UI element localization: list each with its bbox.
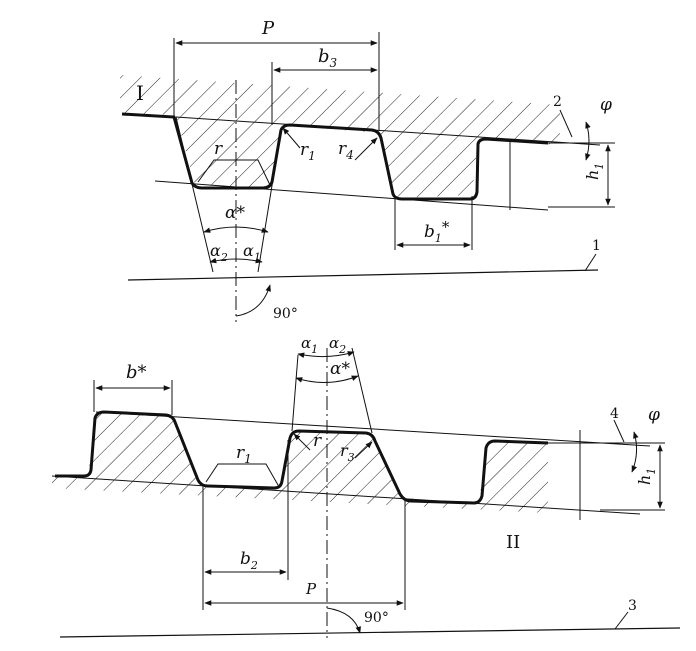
lower-pitch-label: P — [305, 580, 317, 598]
lower-outer-line — [95, 411, 651, 447]
lower-90-label: 90° — [364, 610, 389, 626]
lower-alpha2-label: α2 — [329, 334, 346, 356]
upper-alpha1-label: α1 — [243, 241, 261, 264]
lower-r1-leader — [205, 463, 279, 486]
upper-phi-arc — [585, 121, 591, 161]
upper-b3-label: b3 — [318, 46, 338, 70]
lower-belt-body — [52, 412, 548, 513]
upper-belt-body — [120, 75, 560, 198]
upper-leader-1: 1 — [592, 238, 601, 254]
upper-b1-label: b1* — [424, 218, 450, 245]
upper-radius-r-label: r — [214, 139, 223, 159]
upper-leader-2: 2 — [553, 94, 562, 110]
lower-r1-label: r1 — [236, 443, 252, 466]
lower-alpha1-label: α1 — [301, 334, 318, 356]
lower-alpha-label: α* — [330, 359, 350, 379]
lower-leader-4: 4 — [610, 406, 619, 422]
upper-phi-label: φ — [600, 95, 612, 115]
lower-root-line — [51, 475, 641, 515]
upper-r4-label: r4 — [338, 139, 354, 162]
upper-profile-view: P b3 I r r1 r4 α* α2 α1 b1* — [120, 18, 615, 322]
upper-90-label: 90° — [273, 306, 298, 322]
upper-pitch-label: P — [261, 18, 275, 39]
lower-radius-r-label: r — [313, 431, 322, 451]
upper-tooth-profile — [121, 112, 549, 201]
lower-h1-label: h1 — [635, 468, 658, 485]
upper-section-mark: I — [136, 81, 144, 105]
lower-b2-label: b2 — [240, 549, 258, 572]
upper-h1-label: h1 — [583, 163, 606, 180]
lower-bstar-label: b* — [126, 362, 147, 383]
upper-outer-line — [175, 116, 601, 146]
upper-alpha-arc — [203, 226, 269, 233]
lower-profile-view: b* r1 r r3 α* α1 α2 b2 P II h1 — [51, 334, 681, 638]
upper-r1-label: r1 — [300, 140, 316, 163]
upper-base-line — [127, 269, 599, 281]
lower-section-mark: II — [506, 532, 520, 553]
lower-phi-label: φ — [648, 405, 660, 425]
lower-alpha-arc — [295, 375, 359, 384]
lower-leader-3: 3 — [628, 598, 637, 614]
lower-r3-label: r3 — [340, 441, 355, 464]
upper-radius-r-leader — [197, 159, 271, 186]
upper-90-arc — [235, 284, 271, 317]
upper-alpha2-label: α2 — [210, 241, 228, 264]
lower-phi-arc — [631, 431, 639, 473]
lower-base-line — [59, 627, 681, 638]
lower-90-arc — [326, 607, 361, 634]
upper-root-line — [154, 180, 549, 211]
upper-alpha-label: α* — [225, 203, 245, 223]
